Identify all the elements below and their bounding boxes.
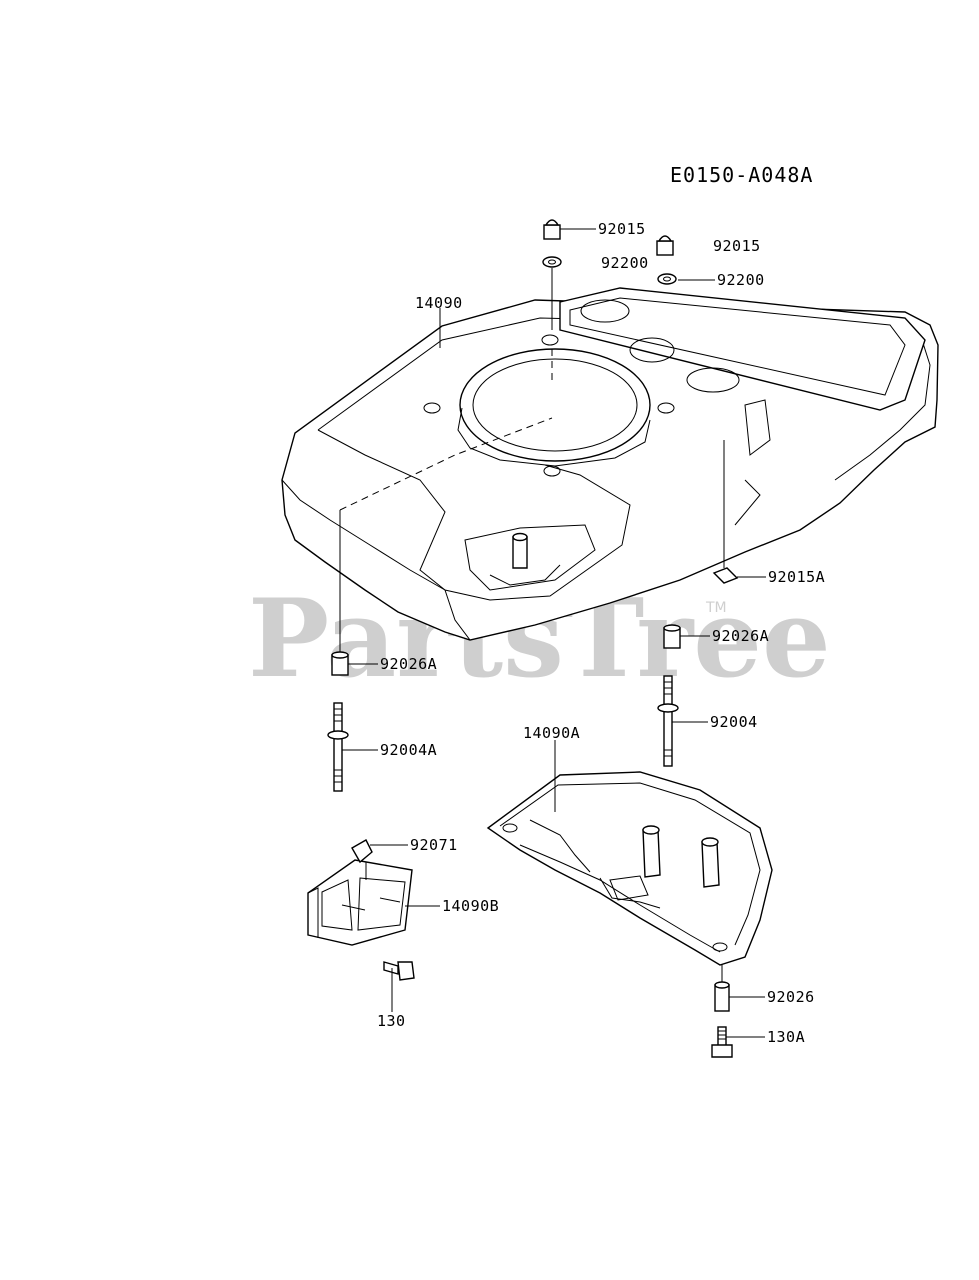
bolt-130A[interactable] — [711, 1026, 733, 1058]
label-92071: 92071 — [410, 836, 458, 854]
shroud-14090[interactable] — [281, 287, 939, 641]
diagram-code: E0150-A048A — [670, 163, 813, 187]
washer-92200-a[interactable] — [542, 256, 562, 268]
cap-nut-92015-b[interactable] — [656, 235, 674, 256]
bracket-14090B[interactable] — [307, 859, 413, 946]
spacer-92026A-right[interactable] — [663, 624, 681, 649]
label-130A: 130A — [767, 1028, 805, 1046]
label-92026: 92026 — [767, 988, 815, 1006]
label-92015-b: 92015 — [713, 237, 761, 255]
grommet-92071[interactable] — [351, 839, 373, 864]
label-92026A-left: 92026A — [380, 655, 437, 673]
label-92200-b: 92200 — [717, 271, 765, 289]
label-92026A-right: 92026A — [712, 627, 769, 645]
pin-92026[interactable] — [714, 981, 730, 1012]
spacer-92026A-left[interactable] — [331, 651, 349, 676]
trademark: TM — [705, 600, 727, 616]
label-14090B: 14090B — [442, 897, 499, 915]
label-92015-a: 92015 — [598, 220, 646, 238]
stud-92004[interactable] — [657, 675, 679, 767]
air-duct-14090A[interactable] — [486, 771, 773, 966]
nut-92015A[interactable] — [712, 567, 739, 584]
bolt-130[interactable] — [383, 961, 415, 981]
label-92004A: 92004A — [380, 741, 437, 759]
cap-nut-92015-a[interactable] — [543, 219, 561, 240]
label-92004: 92004 — [710, 713, 758, 731]
washer-92200-b[interactable] — [657, 273, 677, 285]
stud-92004A[interactable] — [327, 702, 349, 792]
leader-lines — [339, 228, 766, 1038]
label-92200-a: 92200 — [601, 254, 649, 272]
label-14090A: 14090A — [523, 724, 580, 742]
label-92015A: 92015A — [768, 568, 825, 586]
label-14090: 14090 — [415, 294, 463, 312]
label-130: 130 — [377, 1012, 406, 1030]
